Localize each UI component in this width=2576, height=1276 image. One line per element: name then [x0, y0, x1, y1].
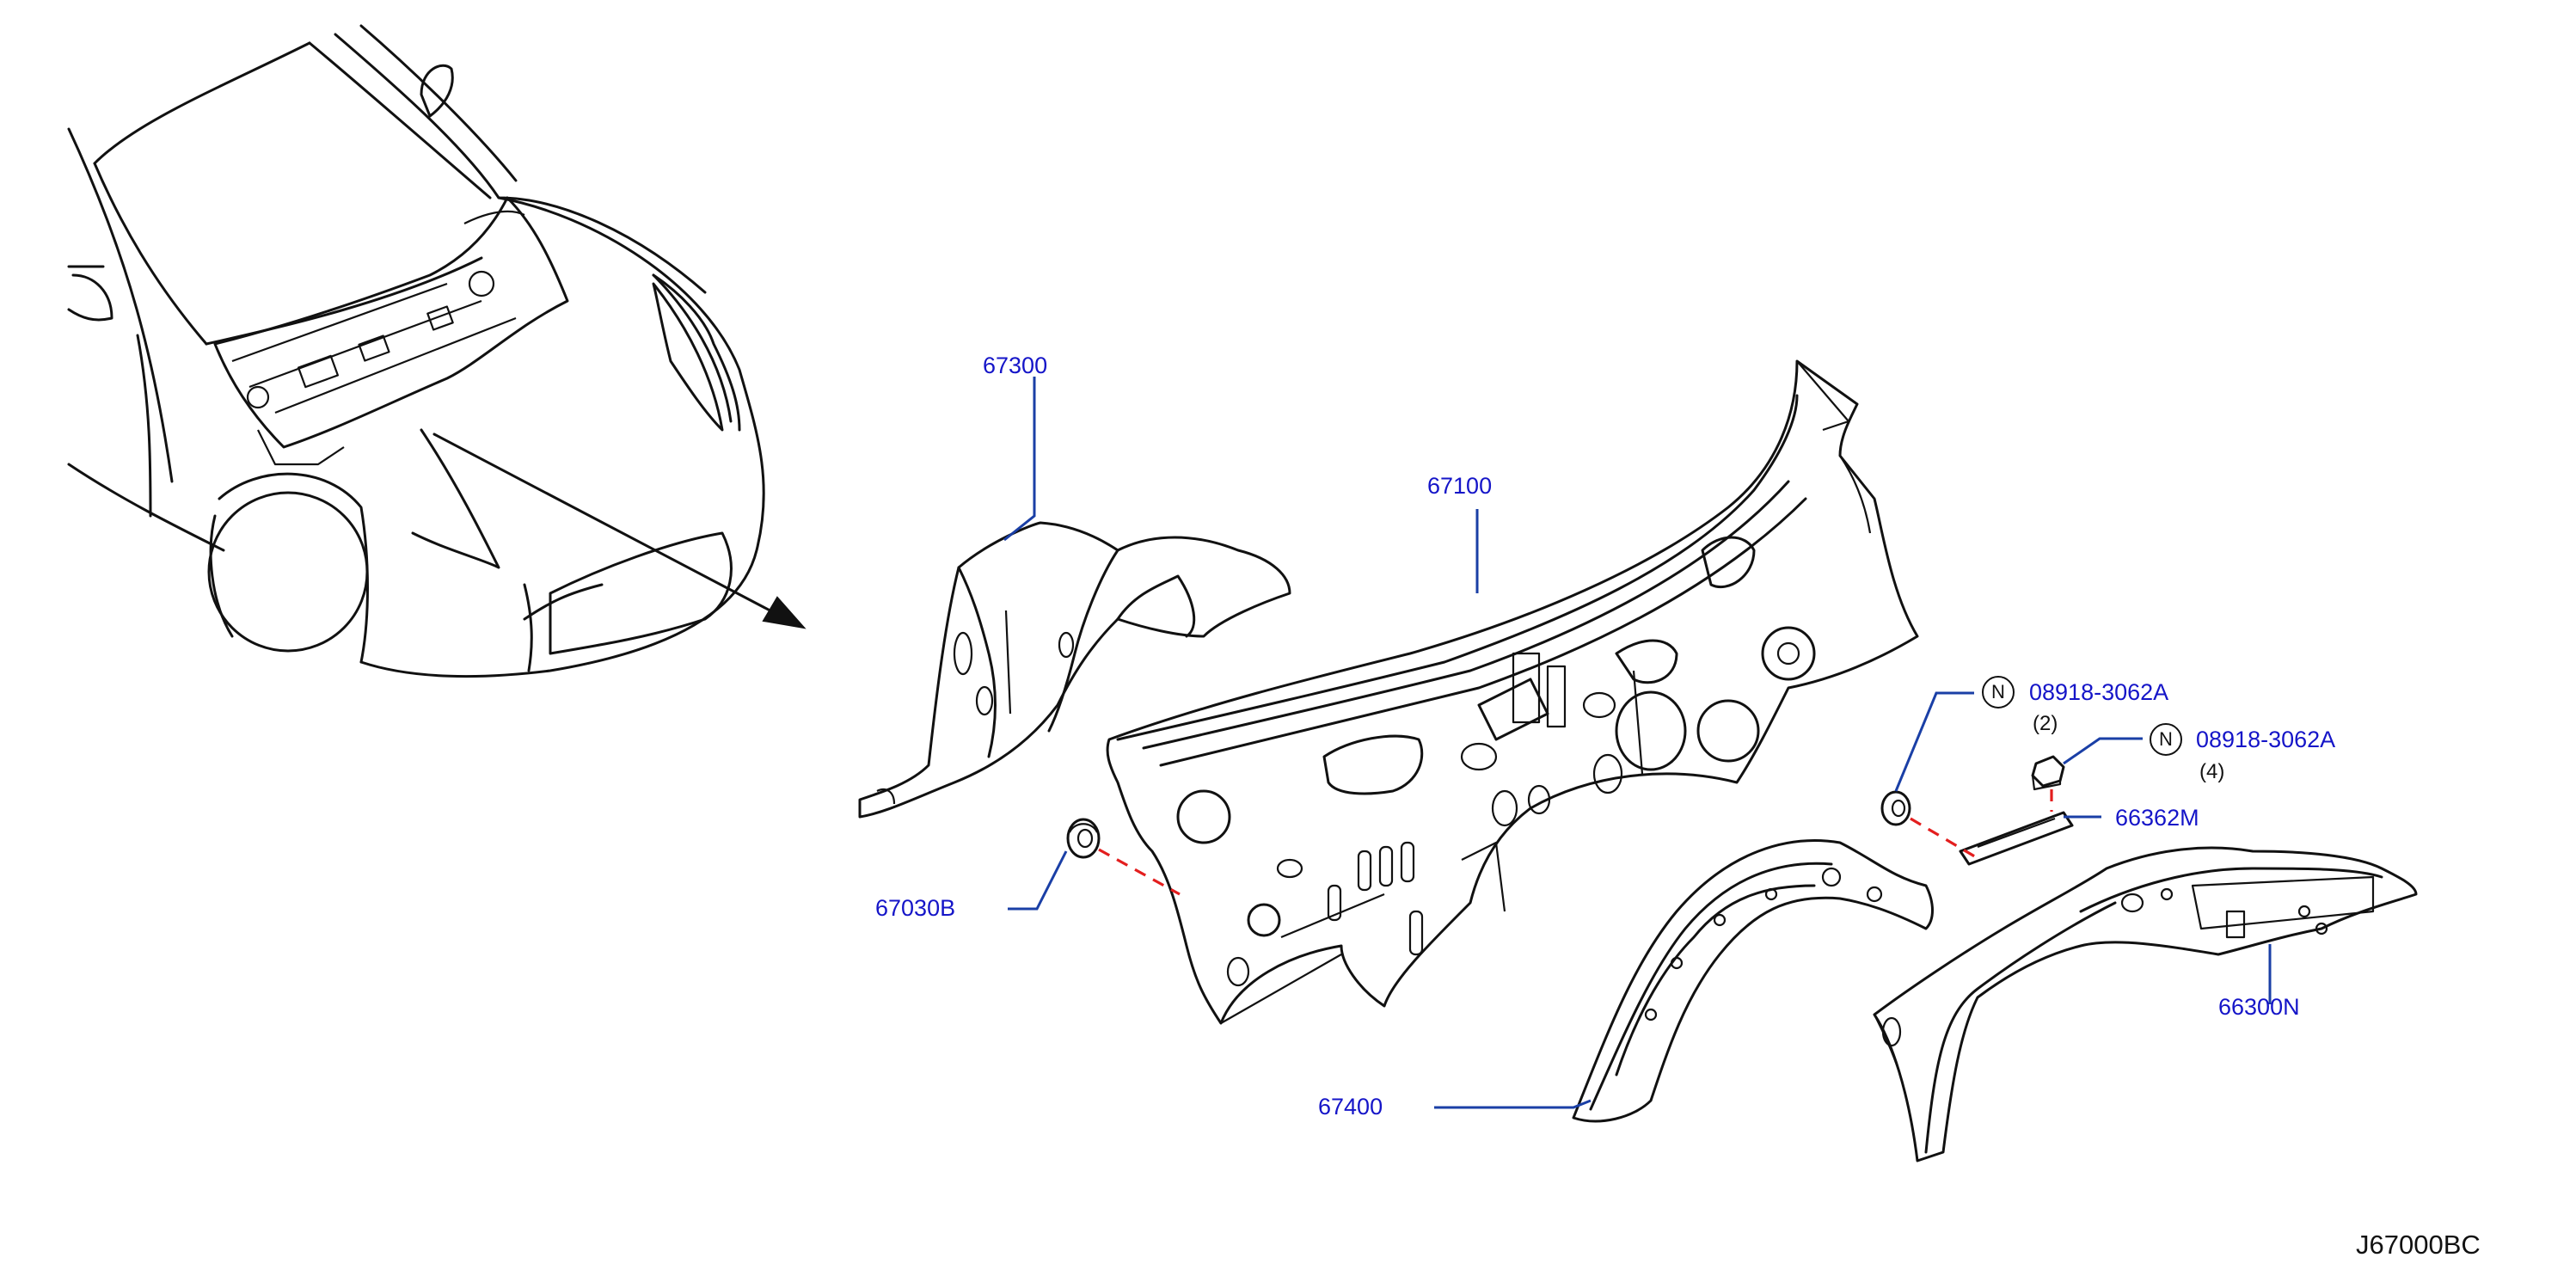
part-67400-shape	[1572, 839, 1934, 1123]
part-66300n-shape	[1873, 846, 2418, 1163]
part-label-67100[interactable]: 67100	[1427, 473, 1493, 499]
vehicle-overview-illustration	[67, 24, 807, 678]
part-66362m-shape	[1959, 811, 2074, 866]
assembly-dashed-lines	[1098, 789, 2053, 896]
part-label-66300n[interactable]: 66300N	[2218, 994, 2300, 1020]
part-label-nut-a[interactable]: 08918-3062A	[2029, 679, 2169, 705]
quantity-label-nut-a: (2)	[2033, 712, 2058, 735]
leader-lines	[1003, 377, 2272, 1109]
n-badge-icon-b: N	[2150, 723, 2182, 756]
n-badge-icon-a: N	[1982, 676, 2015, 709]
part-label-nut-b[interactable]: 08918-3062A	[2196, 727, 2336, 752]
nut-shape-a	[1880, 790, 1911, 826]
part-label-67300[interactable]: 67300	[983, 353, 1048, 378]
part-label-67400[interactable]: 67400	[1318, 1094, 1383, 1120]
part-label-67030b[interactable]: 67030B	[875, 895, 956, 921]
quantity-label-nut-b: (4)	[2199, 760, 2225, 783]
diagram-code: J67000BC	[2356, 1230, 2481, 1260]
nut-shape-b	[2031, 755, 2065, 791]
part-label-66362m[interactable]: 66362M	[2115, 805, 2199, 831]
part-67100-shape	[1106, 359, 1919, 1025]
part-67300-shape	[858, 521, 1291, 819]
part-67030b-shape	[1066, 818, 1101, 859]
